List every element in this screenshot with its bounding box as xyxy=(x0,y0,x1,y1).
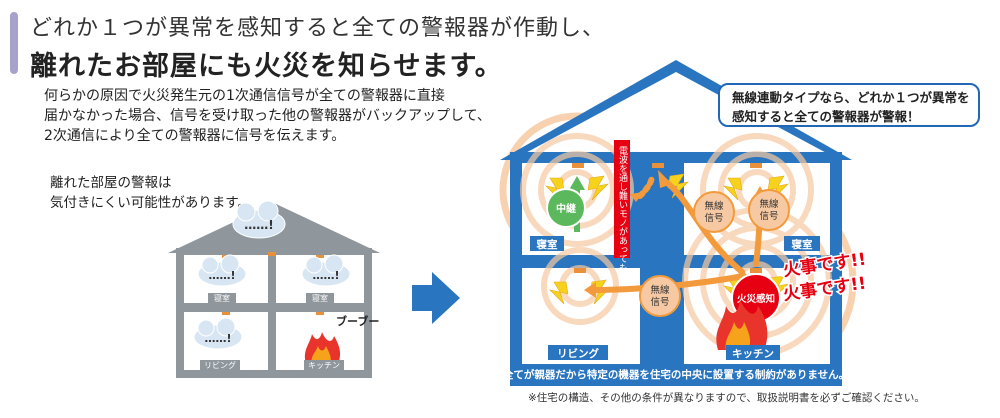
callout-line: 無線連動タイプなら、どれか１つが異常を xyxy=(732,90,970,105)
fire-icon xyxy=(716,300,768,350)
arrow-head-icon xyxy=(584,282,596,298)
svg-text:無線: 無線 xyxy=(704,200,724,212)
heading-accent-bar xyxy=(10,12,18,74)
heading-line-2: 離れたお部屋にも火災を知らせます。 xyxy=(30,51,503,82)
alarm-device-icon xyxy=(222,312,230,315)
wireless-signal-badge: 無線 信号 xyxy=(639,275,681,317)
svg-text:信号: 信号 xyxy=(759,210,778,222)
alarm-device-icon xyxy=(574,268,586,273)
left-house: ……! ……! ……! ……! ブーブー 寝室 寝室 リビング キッチン xyxy=(168,200,380,378)
alarm-device-icon xyxy=(750,268,762,273)
alarm-device-icon xyxy=(316,255,324,258)
bubble-text: ……! xyxy=(204,332,231,345)
alarm-device-icon xyxy=(316,312,324,315)
alarm-device-icon xyxy=(652,163,664,168)
description: 何らかの原因で火災発生元の1次通信信号が全ての警報器に直接 届かなかった場合、信… xyxy=(44,86,491,146)
svg-text:火災感知: 火災感知 xyxy=(737,293,775,305)
room-label-living: リビング xyxy=(557,347,599,360)
description-line: 届かなかった場合、信号を受け取った他の警報器がバックアップして、 xyxy=(44,108,491,124)
relay-label: 中継 xyxy=(556,202,576,215)
silent-bubble-icon xyxy=(301,254,351,287)
footnote: ※住宅の構造、その他の条件が異なりますので、取扱説明書を必ずご確認ください。 xyxy=(528,392,925,404)
right-house: 中継 無線 信号 無線 信号 無線 信号 火災感知 火事です!! xyxy=(499,60,869,386)
transition-arrow-icon xyxy=(412,272,460,324)
room-label-bedroom: 寝室 xyxy=(312,293,328,303)
wireless-signal-badge: 無線 信号 xyxy=(748,189,790,231)
room-label-bedroom: 寝室 xyxy=(537,238,558,251)
note-line: 気付きにくい可能性があります。 xyxy=(50,195,251,211)
callout-line: 感知すると全ての警報器が警報！ xyxy=(732,109,920,124)
svg-text:信号: 信号 xyxy=(650,296,669,308)
svg-text:無線: 無線 xyxy=(759,198,779,210)
room-label-bedroom: 寝室 xyxy=(792,238,813,251)
note-line: 離れた部屋の警報は xyxy=(50,175,172,191)
svg-text:無線: 無線 xyxy=(650,284,670,296)
room-label-kitchen: キッチン xyxy=(308,361,340,370)
wall-label: 電波を通し難いモノがあっても xyxy=(617,146,628,272)
silent-bubble-icon xyxy=(232,200,286,239)
relay-arrow-icon xyxy=(569,176,585,190)
silent-bubble-icon xyxy=(193,317,243,350)
room-label-kitchen: キッチン xyxy=(732,348,774,360)
fire-icon xyxy=(304,332,341,364)
callout-box: 無線連動タイプなら、どれか１つが異常を 感知すると全ての警報器が警報！ xyxy=(718,83,980,127)
bottom-banner: 全てが親器だから特定の機器を住宅の中央に設置する制約がありません。 xyxy=(502,368,849,381)
wireless-signal-badge: 無線 信号 xyxy=(693,191,735,233)
relay-badge xyxy=(546,188,586,228)
alarm-device-icon xyxy=(572,163,584,168)
alarm-device-icon xyxy=(750,163,762,168)
room-label-bedroom: 寝室 xyxy=(214,293,230,303)
room-label-living: リビング xyxy=(204,360,236,370)
heading-line-1: どれか１つが異常を感知すると全ての警報器が作動し、 xyxy=(30,16,606,41)
bubble-text: ……! xyxy=(208,269,235,282)
description-line: 何らかの原因で火災発生元の1次通信信号が全ての警報器に直接 xyxy=(44,88,445,104)
svg-text:信号: 信号 xyxy=(704,212,723,224)
silent-bubble-icon xyxy=(197,254,247,287)
description-line: 2次通信により全ての警報器に信号を伝えます。 xyxy=(44,128,346,144)
bubble-text: ……! xyxy=(312,269,339,282)
arrow-head-icon xyxy=(630,192,644,202)
wall-label-box xyxy=(614,140,630,258)
alarm-device-icon xyxy=(268,252,276,256)
arrow-head-icon xyxy=(658,170,672,188)
bubble-text: ……! xyxy=(244,218,273,232)
left-house-note: 離れた部屋の警報は 気付きにくい可能性があります。 xyxy=(50,173,251,213)
beep-text: ブーブー xyxy=(336,314,379,328)
